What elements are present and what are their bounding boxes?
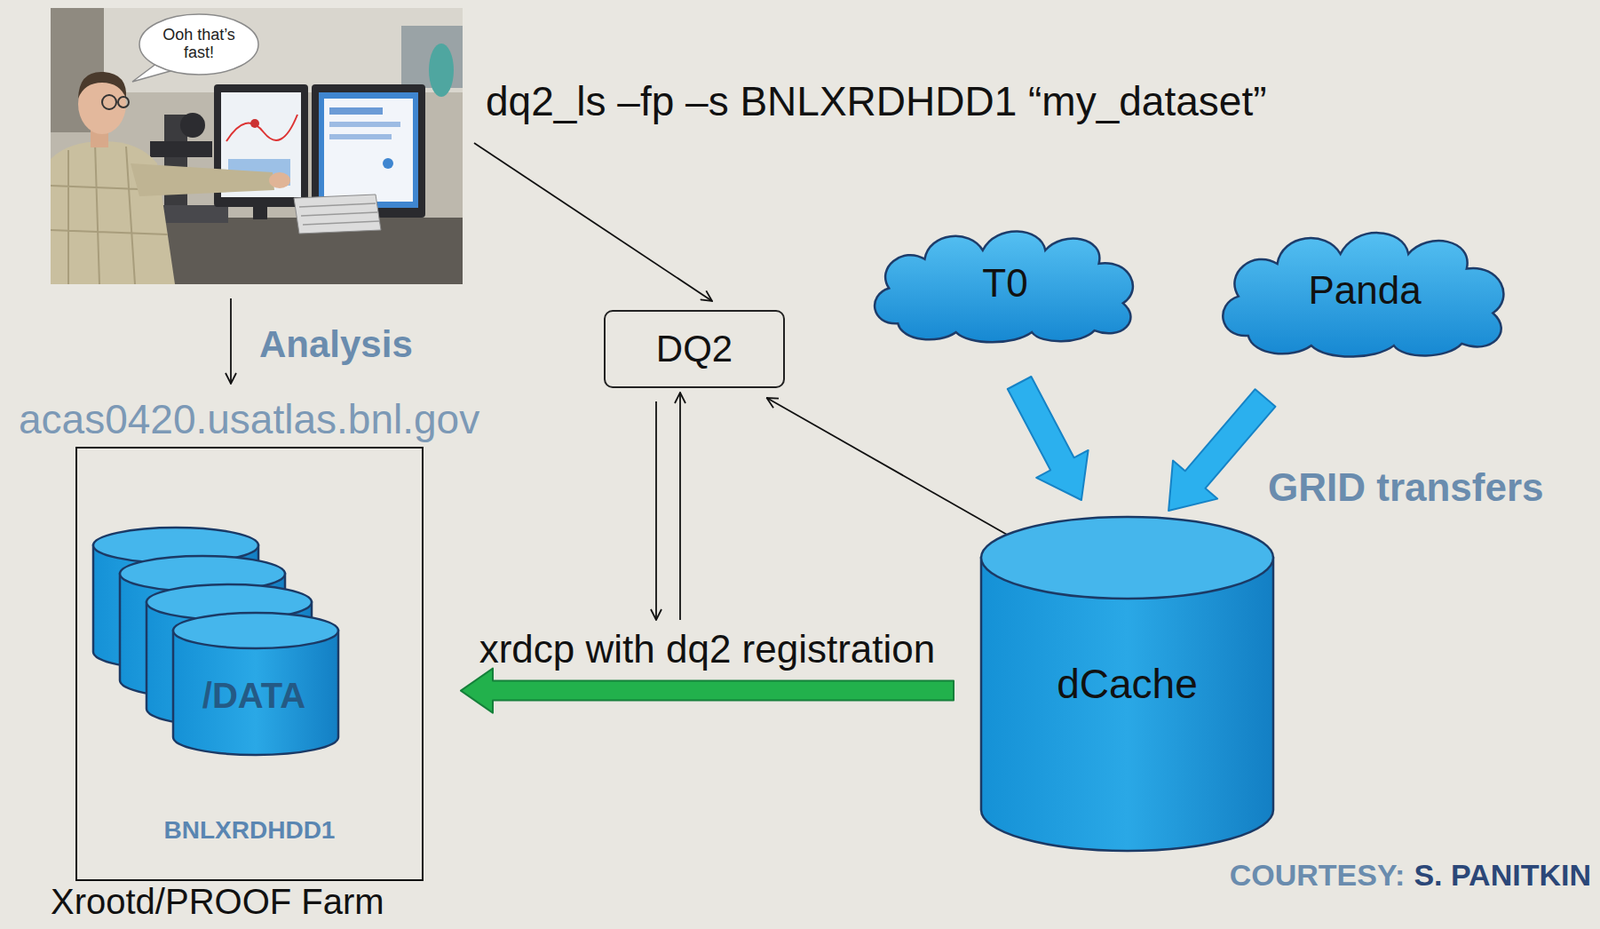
- service-name: DQ2: [656, 327, 733, 371]
- screen-plot: [226, 114, 298, 142]
- grid-transfer-arrow-shape: [1007, 376, 1089, 500]
- keyboard: [293, 194, 381, 234]
- source-cloud: Panda: [1209, 219, 1521, 363]
- source-cloud: T0: [862, 219, 1149, 348]
- volume-name: /DATA: [171, 674, 337, 716]
- service-box: DQ2: [603, 309, 785, 389]
- speech-text: Ooh that’s fast!: [152, 26, 246, 63]
- monitor-stand: [253, 206, 268, 220]
- credit-name: S. PANITKIN: [1413, 857, 1592, 893]
- screen-bar: [329, 134, 392, 140]
- farm-box: acas0420.usatlas.bnl.govBNLXRDHDD1Xrootd…: [75, 446, 424, 881]
- grid-transfer-arrow: [1007, 376, 1089, 500]
- storage-top: [981, 516, 1274, 599]
- shirt-plaid: [50, 142, 168, 285]
- grid-transfer-arrow-shape: [1168, 388, 1276, 511]
- screen-window: [324, 98, 413, 202]
- storage-body: [981, 557, 1274, 851]
- command-arrow: [474, 142, 713, 301]
- grid-transfer-arrow: [1168, 388, 1276, 511]
- analysis-arrow: [229, 298, 232, 384]
- dq2-down-arrow: [655, 401, 658, 620]
- farm-name: Xrootd/PROOF Farm: [50, 882, 385, 920]
- microscope-stage: [150, 141, 213, 158]
- disk-stack: /DATA: [91, 525, 346, 759]
- screen-dot: [382, 158, 394, 169]
- lab-photo: [50, 7, 463, 285]
- edge-label: xrdcp with dq2 registration: [479, 626, 936, 673]
- bubble-outline: [139, 14, 259, 75]
- person-glasses: [102, 95, 117, 110]
- disk-stack-shape: [91, 525, 346, 759]
- storage-cylinder: dCache: [979, 514, 1276, 853]
- registration-line: [767, 397, 1015, 539]
- person-arm: [130, 163, 275, 197]
- cloud-outline: [1222, 232, 1504, 357]
- copy-arrow-shape: [460, 668, 954, 713]
- source-name: T0: [982, 261, 1028, 307]
- annotation-label: GRID transfers: [1267, 465, 1545, 511]
- copy-arrow: [460, 668, 954, 713]
- person-shirt: [50, 141, 175, 285]
- host-name: acas0420.usatlas.bnl.gov: [18, 396, 480, 443]
- photo-background: [50, 7, 463, 285]
- screen-dot: [250, 118, 260, 128]
- person-hair: [78, 71, 127, 99]
- credit-prefix: COURTESY:: [1229, 857, 1406, 893]
- screen-bar: [329, 121, 401, 127]
- credit-line: COURTESY:S. PANITKIN: [1229, 857, 1592, 893]
- step-label: Analysis: [259, 323, 413, 366]
- microscope-head: [180, 112, 206, 138]
- command-text: dq2_ls –fp –s BNLXRDHDD1 “my_dataset”: [485, 78, 1267, 126]
- speech-bubble: Ooh that’s fast!: [137, 12, 261, 77]
- monitor-screen: [318, 92, 419, 208]
- person-glasses: [118, 96, 129, 108]
- disk-top: [173, 612, 339, 649]
- registration-line-stroke: [767, 397, 1015, 539]
- keyboard-keys: [299, 203, 380, 225]
- storage-name: BNLXRDHDD1: [77, 815, 422, 845]
- person-hand: [269, 172, 291, 189]
- dq2-up-arrow: [679, 392, 682, 620]
- storage-name: dCache: [1056, 660, 1198, 708]
- cloud-outline: [874, 231, 1133, 343]
- source-name: Panda: [1307, 268, 1421, 314]
- photo-gas-bottle: [428, 43, 454, 97]
- screen-bar: [329, 107, 383, 115]
